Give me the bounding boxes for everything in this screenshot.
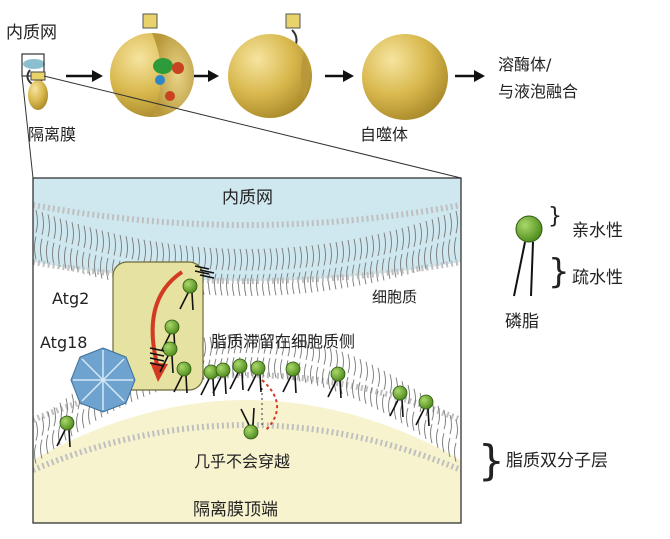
bilayer-label: 脂质双分子层	[506, 451, 608, 471]
autophagosome	[362, 34, 448, 120]
forming-autophagosome	[110, 13, 194, 117]
atg18-protein	[70, 347, 136, 413]
er-label-top: 内质网	[6, 23, 57, 43]
atg2-label: Atg2	[52, 289, 89, 308]
phospholipid-label: 磷脂	[505, 312, 539, 332]
hydrophilic-label: 亲水性	[572, 221, 623, 241]
flip-arrow	[261, 379, 279, 431]
lipid-transfer-arrowhead	[150, 362, 168, 382]
phagophore-icon	[21, 53, 48, 110]
cytoplasm-label: 细胞质	[372, 288, 417, 306]
flip-label: 几乎不会穿越	[194, 452, 290, 471]
er-label-detail: 内质网	[222, 188, 273, 208]
brace-hydrophobic: }	[548, 252, 570, 292]
legend-phospholipid	[513, 215, 543, 297]
top-arrows	[66, 70, 485, 82]
zoom-line-left	[21, 75, 34, 179]
atg2-protein	[112, 261, 204, 391]
lipid-retention-label: 脂质滞留在细胞质侧	[211, 332, 355, 351]
brace-hydrophilic: }	[548, 204, 562, 229]
closing-autophagosome	[228, 13, 312, 118]
autophagosome-label: 自噬体	[360, 125, 408, 144]
tip-label: 隔离膜顶端	[193, 500, 278, 520]
phagophore-label: 隔离膜	[28, 125, 76, 144]
atg18-label: Atg18	[40, 333, 87, 352]
phospholipids	[56, 265, 434, 448]
zoom-line-right	[43, 75, 462, 179]
brace-bilayer: }	[478, 436, 505, 485]
hydrophobic-label: 疏水性	[572, 268, 623, 288]
fusion-label-line1: 溶酶体/	[498, 55, 552, 74]
fusion-label-line2: 与液泡融合	[498, 82, 578, 101]
